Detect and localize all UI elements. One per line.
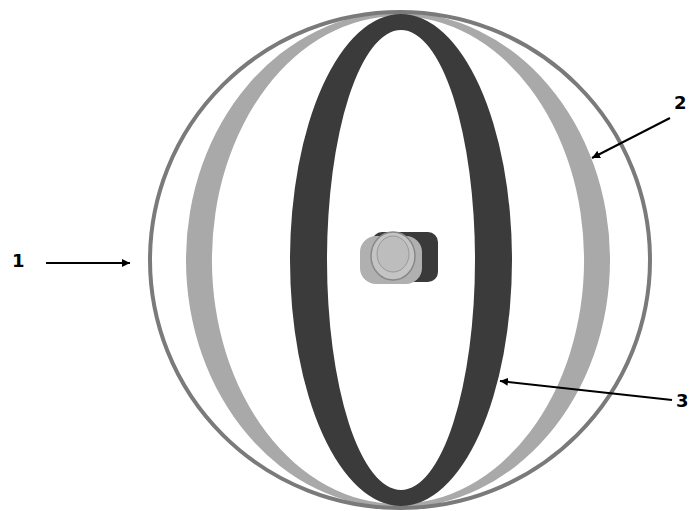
central-sample bbox=[360, 232, 438, 284]
leader-line bbox=[592, 118, 670, 158]
light-coil-band bbox=[186, 12, 610, 508]
callout-number: 3 bbox=[676, 392, 689, 410]
callout-number: 2 bbox=[674, 94, 687, 112]
outer-coil-ring bbox=[150, 12, 650, 508]
leader-line bbox=[500, 381, 672, 400]
leader-line bbox=[46, 262, 130, 264]
dark-coil-band bbox=[290, 14, 512, 506]
callout-number: 1 bbox=[12, 252, 25, 270]
